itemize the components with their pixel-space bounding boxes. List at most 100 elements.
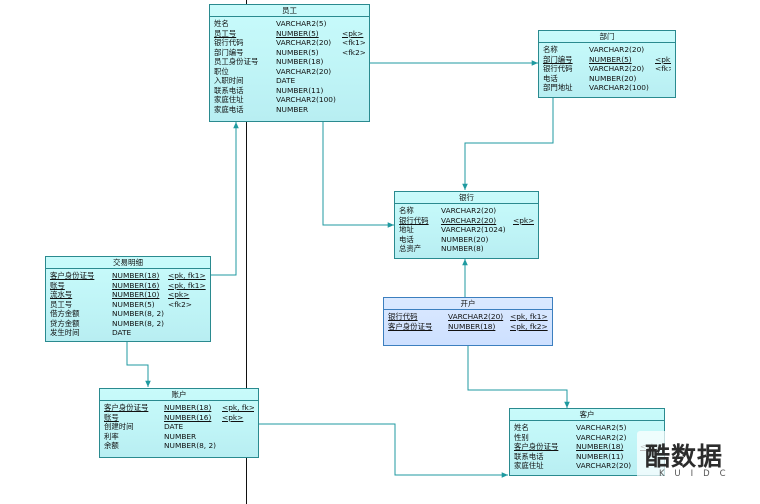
column-row[interactable]: 电话 NUMBER(20) [399,235,534,245]
column-type: NUMBER(5) [112,299,155,309]
column-type: NUMBER(18) [448,321,496,331]
column-row[interactable]: 账号 NUMBER(16) <pk, fk1> [50,281,206,291]
column-name: 银行代码 [543,64,573,73]
column-type: NUMBER(10) [112,290,160,299]
column-key: <pk> [513,215,534,225]
entity-title: 银行 [395,192,538,204]
column-type: NUMBER(16) [112,280,160,290]
column-name: 员工号 [214,28,237,38]
column-key: <pk, fk1> [168,280,206,290]
column-name: 流水号 [50,290,73,299]
column-key [513,225,534,235]
column-name: 部門地址 [543,83,573,92]
column-type: NUMBER(20) [441,234,489,244]
column-name: 性别 [514,432,529,442]
column-type: NUMBER(11) [576,451,624,461]
link-transaction-account [126,342,151,387]
column-type: VARCHAR2(20) [276,66,332,76]
column-key [222,441,254,451]
column-name: 客户身份证号 [50,271,95,280]
column-key [655,83,671,93]
column-name: 电话 [543,73,558,83]
column-name: 客户身份证号 [388,321,433,331]
column-name: 借方金额 [50,309,80,318]
column-name: 部门编号 [543,54,573,64]
column-type: DATE [276,76,296,85]
column-key: <fk> [655,64,671,73]
column-key [342,95,365,105]
column-key [513,235,534,245]
column-name: 名称 [543,45,558,54]
column-key [342,67,365,77]
watermark-logo-text: 酷数据 [645,442,724,471]
column-key [168,319,206,329]
column-type: NUMBER(18) [112,271,160,280]
column-type: VARCHAR2(5) [576,423,627,432]
column-name: 发生时间 [50,328,80,337]
column-row[interactable]: 名称 VARCHAR2(20) [543,45,671,55]
column-row[interactable]: 部門地址 VARCHAR2(100) [543,83,671,93]
column-name: 利率 [104,431,119,441]
column-key [342,105,365,115]
link-department-bank [462,98,554,190]
column-type: NUMBER(8) [441,244,484,253]
entity-department[interactable]: 部门 名称VARCHAR2(20)部门编号NUMBER(5)<pk>银行代码VA… [538,30,676,98]
column-key [168,328,206,338]
column-name: 银行代码 [214,38,244,47]
column-type: NUMBER(5) [276,28,319,38]
watermark-subtext: KUIDC [659,469,736,479]
column-type: VARCHAR2(20) [589,45,645,54]
column-type: VARCHAR2(20) [441,215,497,225]
column-name: 账号 [50,280,65,290]
column-name: 联系电话 [514,451,544,461]
column-type: NUMBER(8, 2) [164,441,217,450]
column-type: NUMBER(8, 2) [112,309,165,318]
column-row[interactable]: 借方金额 NUMBER(8, 2) [50,309,206,319]
column-name: 客户身份证号 [514,442,559,451]
vertical-divider-line [246,0,247,504]
column-type: VARCHAR2(100) [589,83,649,92]
column-row[interactable]: 联系电话 NUMBER(11) [514,452,660,462]
column-key [655,74,671,84]
column-name: 电话 [399,234,414,244]
column-key: <fk2> [168,299,192,309]
column-type: NUMBER(18) [576,442,624,451]
